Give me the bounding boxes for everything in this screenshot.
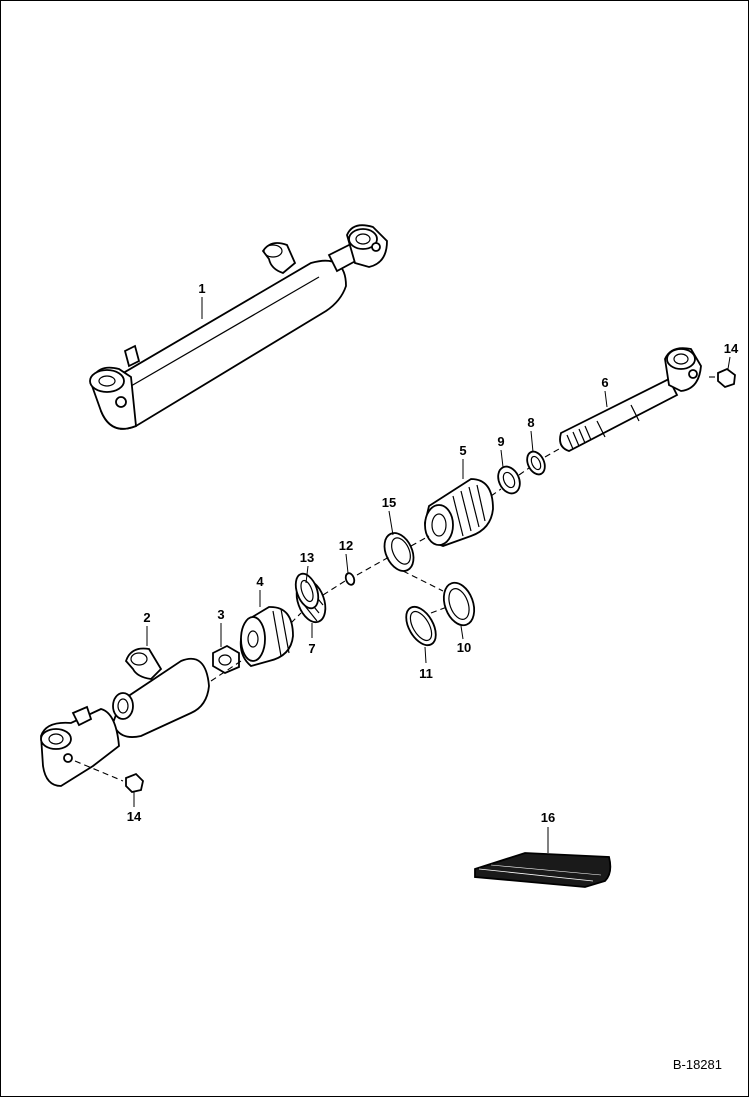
callout-4: 4: [256, 574, 264, 589]
seal-kit: [474, 852, 612, 888]
callout-14-lower: 14: [127, 809, 142, 824]
callout-9: 9: [497, 434, 504, 449]
o-ring-small: [344, 572, 356, 586]
leader-lines: [133, 297, 731, 853]
barrel: [40, 647, 210, 787]
callout-labels: 1 2 3 4 5 6 7 8 9 10 11 12 13 14 14 15 1…: [127, 281, 739, 825]
callout-1: 1: [198, 281, 205, 296]
callout-15: 15: [382, 495, 396, 510]
callout-5: 5: [459, 443, 466, 458]
backup-ring: [442, 581, 476, 627]
callout-11: 11: [419, 666, 433, 681]
callout-13: 13: [300, 550, 314, 565]
callout-8: 8: [527, 415, 534, 430]
head: [424, 478, 494, 547]
callout-7: 7: [308, 641, 315, 656]
wiper-seal: [526, 450, 546, 476]
callout-12: 12: [339, 538, 353, 553]
callout-16: 16: [541, 810, 555, 825]
callout-10: 10: [457, 640, 471, 655]
assembly-centerlines: [74, 376, 719, 782]
nut: [212, 644, 240, 675]
grease-fitting-lower: [125, 772, 144, 793]
seal-ring: [383, 532, 415, 572]
callout-14-upper: 14: [724, 341, 739, 356]
drawing-reference-code: B-18281: [672, 1057, 722, 1072]
piston: [239, 606, 294, 667]
callout-3: 3: [217, 607, 224, 622]
o-ring-head: [405, 605, 437, 647]
callout-2: 2: [143, 610, 150, 625]
wear-ring: [294, 572, 320, 610]
callout-6: 6: [601, 375, 608, 390]
rod-seal: [497, 465, 521, 495]
grease-fitting-upper: [717, 367, 736, 389]
rod: [559, 347, 702, 452]
cylinder-assembly: [89, 224, 388, 430]
